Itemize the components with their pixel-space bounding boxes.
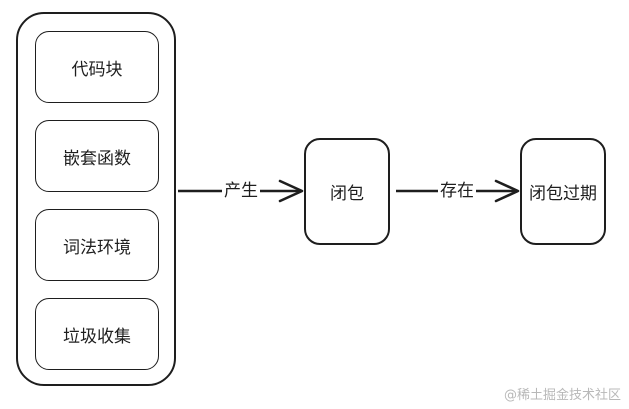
node-closure-expired: 闭包过期 [520,138,606,245]
concept-label: 垃圾收集 [63,326,131,347]
concept-box-nested-function: 嵌套函数 [35,120,159,192]
concept-box-lexical-environment: 词法环境 [35,209,159,281]
concept-label: 词法环境 [63,237,131,258]
watermark: @稀土掘金技术社区 [503,388,621,403]
node-label: 闭包 [330,184,364,204]
concept-label: 代码块 [71,59,123,80]
edge-exist-arrowhead [494,179,520,203]
concept-label: 嵌套函数 [63,148,131,169]
concept-group-container [16,12,176,386]
concept-box-garbage-collection: 垃圾收集 [35,298,159,370]
edge-label-produce: 产生 [222,181,260,201]
concept-box-code-block: 代码块 [35,31,159,103]
node-label: 闭包过期 [529,184,597,204]
edge-produce-arrowhead [278,179,304,203]
node-closure: 闭包 [304,138,390,245]
edge-label-exist: 存在 [438,181,476,201]
